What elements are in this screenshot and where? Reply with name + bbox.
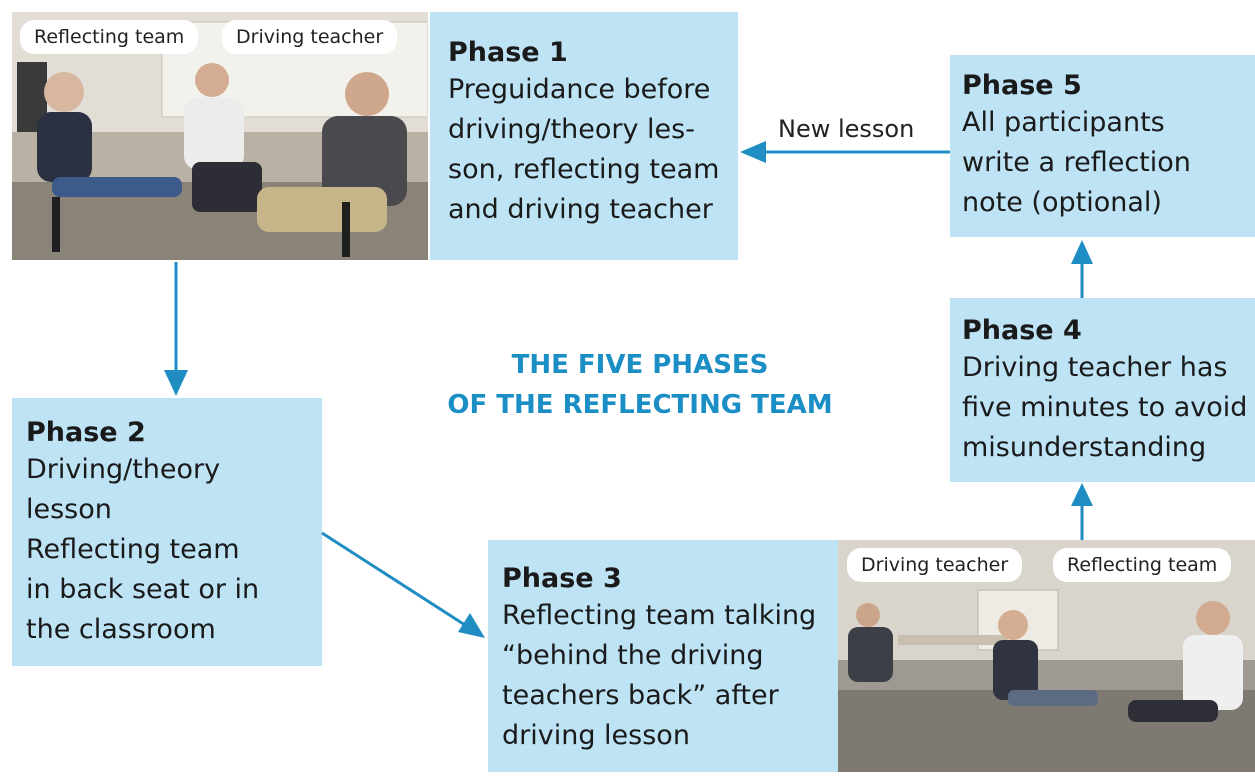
phase-5-text: All participants write a reflection note… [962, 107, 1191, 218]
phase-3-title: Phase 3 [502, 563, 622, 594]
phase-4-box: Phase 4 Driving teacher has five minutes… [950, 298, 1255, 482]
phase-2-text: Driving/theory lesson Reflecting team in… [26, 454, 260, 645]
photo1-label-driving-teacher: Driving teacher [222, 20, 398, 54]
phase-4-title: Phase 4 [962, 315, 1082, 346]
diagram-title: THE FIVE PHASES OF THE REFLECTING TEAM [447, 350, 833, 420]
arrowhead-phase2 [164, 370, 188, 396]
phase-5-box: Phase 5 All participants write a reflect… [950, 55, 1255, 237]
phase-3-text: Reflecting team talking “behind the driv… [502, 600, 817, 751]
phase-1-text: Preguidance before driving/theory les- s… [448, 74, 720, 225]
phase-1-title: Phase 1 [448, 37, 568, 68]
new-lesson-label: New lesson [778, 115, 915, 143]
arrowhead-phase5 [1071, 240, 1093, 264]
photo2-label-reflecting-team: Reflecting team [1053, 548, 1232, 582]
phase-5-title: Phase 5 [962, 70, 1082, 101]
phase-1-box: Phase 1 Preguidance before driving/theor… [430, 12, 738, 260]
phase-3-box: Phase 3 Reflecting team talking “behind … [488, 540, 838, 772]
arrow-phase2-to-phase3 [321, 531, 466, 627]
arrowhead-phase4 [1071, 483, 1093, 506]
photo1-label-reflecting-team: Reflecting team [20, 20, 199, 54]
phase-2-title: Phase 2 [26, 417, 146, 448]
arrowhead-phase1 [740, 141, 766, 163]
phase-2-box: Phase 2 Driving/theory lesson Reflecting… [12, 398, 322, 666]
arrowhead-phase3 [458, 613, 485, 638]
phase-4-text: Driving teacher has five minutes to avoi… [962, 352, 1248, 463]
photo2-label-driving-teacher: Driving teacher [847, 548, 1023, 582]
